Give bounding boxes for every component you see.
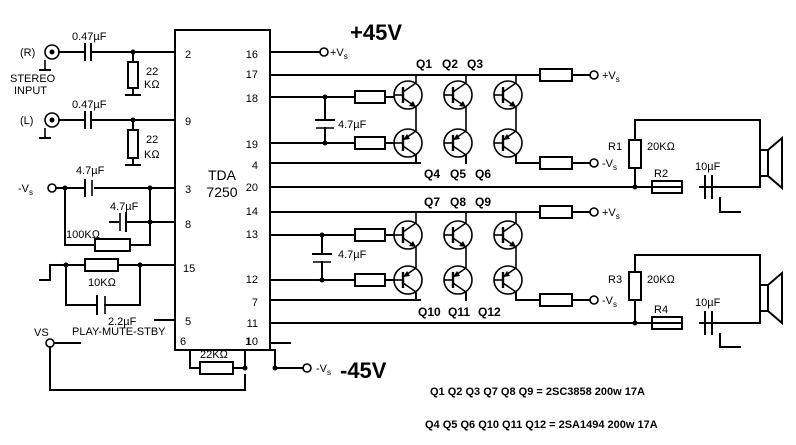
- q-bot-2-2: Q11: [448, 305, 470, 319]
- tda7250-chip: [174, 29, 271, 351]
- input-jack-left: [39, 112, 60, 139]
- neg-supply-bottom: -Vs: [316, 363, 331, 377]
- stereo-label: STEREO: [10, 73, 56, 85]
- pin-2: 2: [185, 49, 191, 61]
- chip-name: TDA: [208, 167, 237, 183]
- pin-1: 1: [245, 336, 251, 348]
- cap-bias-bot-label: 4.7µF: [338, 249, 367, 261]
- pin-6: 6: [180, 336, 186, 348]
- q-top-1-2: Q2: [442, 57, 458, 71]
- q-top-2-2: Q8: [450, 195, 466, 209]
- cap-in-l-label: 0.47µF: [72, 99, 107, 111]
- cap-out-bot-label: 10µF: [695, 297, 721, 309]
- q-bot-2-3: Q12: [478, 305, 501, 319]
- q-bot-1-1: Q4: [424, 167, 440, 181]
- pos-supply-ch2: +Vs: [602, 207, 620, 221]
- neg-supply-left: -Vs: [18, 183, 33, 197]
- cap-3-label: 4.7µF: [76, 165, 105, 177]
- cap-out-top-label: 10µF: [695, 161, 721, 173]
- res-in-l-value: 22: [146, 134, 158, 146]
- pin-9: 9: [185, 116, 191, 128]
- cap-in-r-label: 0.47µF: [72, 31, 107, 43]
- input-left-label: (L): [20, 115, 33, 127]
- pin-18: 18: [246, 93, 258, 105]
- pin-12: 12: [246, 274, 258, 286]
- pos-supply-16: +Vs: [330, 47, 348, 61]
- speaker-bottom: [759, 254, 783, 326]
- r2-label: R2: [654, 168, 668, 180]
- pin-8: 8: [185, 219, 191, 231]
- pin-3: 3: [185, 184, 191, 196]
- res-in-l-unit: KΩ: [144, 149, 160, 161]
- r1-label: R1: [608, 141, 622, 153]
- pos-45v-marking: +45V: [350, 20, 402, 45]
- pin-14: 14: [246, 206, 258, 218]
- r3-label: R3: [608, 274, 622, 286]
- pin-19: 19: [246, 139, 258, 151]
- pin-13: 13: [246, 229, 258, 241]
- input-label: INPUT: [14, 85, 47, 97]
- pin-7: 7: [252, 297, 258, 309]
- r1-value: 20KΩ: [647, 141, 676, 153]
- q-bot-2-1: Q10: [418, 305, 441, 319]
- input-jack-right: [39, 44, 60, 71]
- pin-4: 4: [252, 160, 258, 172]
- res-in-r-value: 22: [146, 66, 158, 78]
- q-top-2-1: Q7: [424, 195, 440, 209]
- q-top-2-3: Q9: [475, 195, 491, 209]
- r4-label: R4: [654, 304, 668, 316]
- res-in-r-unit: KΩ: [144, 79, 160, 91]
- q-top-1-1: Q1: [416, 57, 432, 71]
- r3-value: 20KΩ: [647, 274, 676, 286]
- cap-8-label: 4.7µF: [110, 201, 139, 213]
- neg-supply-ch1: -Vs: [602, 158, 617, 172]
- pnp-spec-note: Q4 Q5 Q6 Q10 Q11 Q12 = 2SA1494 200w 17A: [425, 419, 658, 431]
- pos-supply-ch1: +Vs: [602, 70, 620, 84]
- neg-supply-ch2: -Vs: [602, 295, 617, 309]
- speaker-top: [759, 119, 783, 191]
- neg-45v-marking: -45V: [340, 358, 387, 383]
- pin-20: 20: [246, 182, 258, 194]
- input-right-label: (R): [20, 47, 35, 59]
- q-bot-1-3: Q6: [475, 167, 491, 181]
- vs-control-label: VS: [34, 327, 49, 339]
- play-mute-label: PLAY-MUTE-STBY: [72, 326, 166, 338]
- res-mute-label: 22KΩ: [200, 349, 229, 361]
- q-bot-1-2: Q5: [450, 167, 466, 181]
- cap-bias-top-label: 4.7µF: [338, 119, 367, 131]
- pin-10: 10: [246, 336, 258, 348]
- q-top-1-3: Q3: [467, 57, 483, 71]
- res-15-label: 10KΩ: [88, 277, 117, 289]
- pin-15: 15: [183, 263, 195, 275]
- pin-16: 16: [246, 49, 258, 61]
- npn-spec-note: Q1 Q2 Q3 Q7 Q8 Q9 = 2SC3858 200w 17A: [430, 386, 645, 398]
- chip-model: 7250: [206, 184, 237, 200]
- cap-15-label: 2.2µF: [108, 316, 137, 328]
- pin-17: 17: [246, 69, 258, 81]
- pin-11: 11: [247, 318, 258, 330]
- res-8-label: 100KΩ: [66, 229, 101, 241]
- pin-5: 5: [185, 316, 191, 328]
